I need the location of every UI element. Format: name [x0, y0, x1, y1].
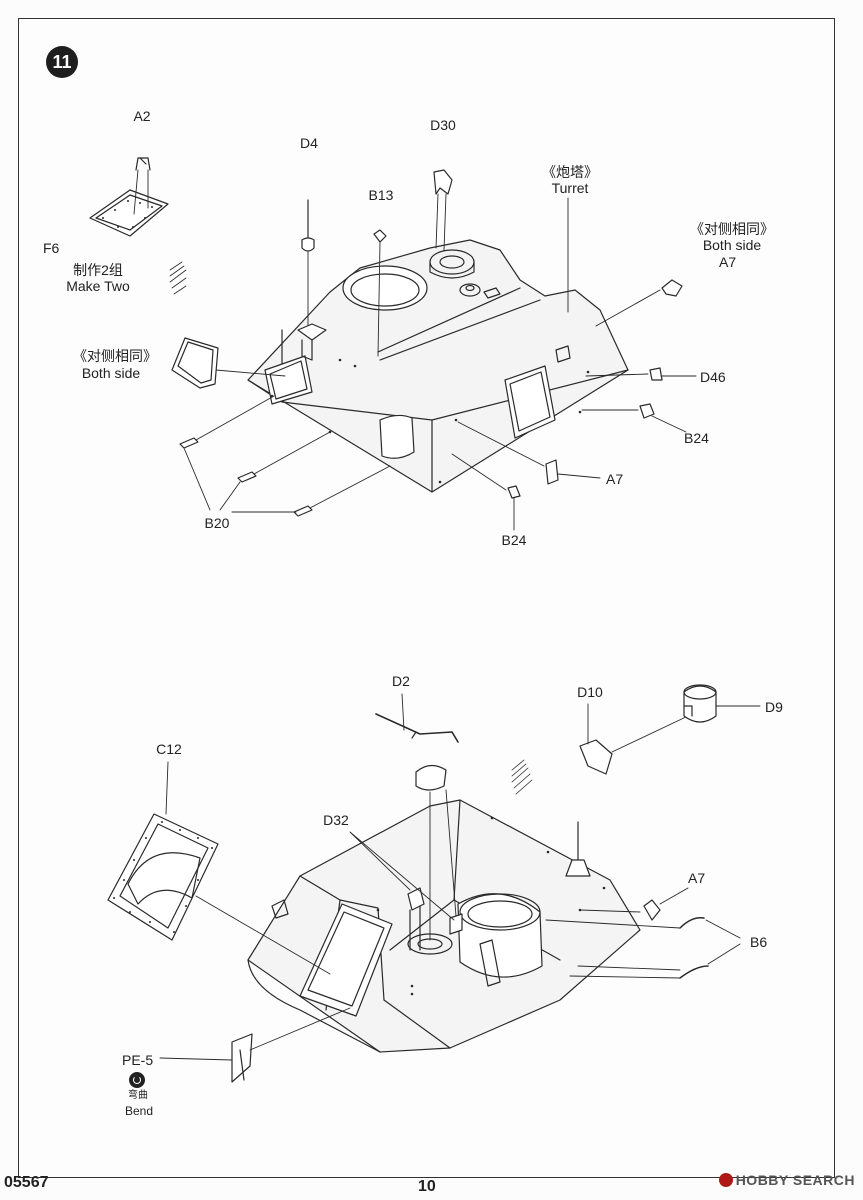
label-turret-cn: 《炮塔》 [542, 164, 598, 180]
label-B6: B6 [750, 934, 768, 950]
label-D9: D9 [765, 699, 783, 715]
label-bend-cn: 弯曲 [128, 1090, 148, 1101]
leader-A2 [133, 169, 149, 215]
label-make-two-en: Make Two [66, 278, 130, 294]
page-number: 10 [418, 1178, 436, 1195]
part-D46 [649, 367, 663, 381]
part-A7-lower-right [643, 899, 661, 921]
label-both-side-en-right: Both side [702, 237, 762, 253]
part-D9 [683, 684, 717, 723]
label-B24-right: B24 [684, 430, 709, 446]
bend-icon [129, 1072, 145, 1088]
label-D46: D46 [700, 369, 726, 385]
label-D2: D2 [392, 673, 410, 689]
part-A2 [135, 157, 151, 171]
label-both-side-cn-right: 《对侧相同》 [690, 221, 774, 237]
part-B20 [179, 437, 313, 517]
leader-B20 [183, 395, 391, 513]
upper-turret [247, 239, 629, 493]
part-A7-upper [661, 279, 683, 297]
leader-B13 [377, 241, 381, 357]
label-B24-lower: B24 [501, 532, 527, 548]
label-C12: C12 [156, 741, 182, 757]
label-bend-en: Bend [124, 1104, 154, 1118]
label-make-two-cn: 制作2组 [73, 262, 123, 278]
leader-side-hatch [215, 369, 286, 377]
label-B13: B13 [368, 187, 394, 203]
label-D32: D32 [323, 812, 349, 828]
step-number-badge: 11 [46, 46, 78, 78]
label-D10: D10 [577, 684, 603, 700]
leader-D30 [435, 193, 447, 251]
label-A7-lower-right: A7 [688, 870, 706, 886]
label-A7-upper: A7 [719, 254, 737, 270]
label-F6: F6 [43, 240, 60, 256]
label-PE-5: PE-5 [122, 1052, 154, 1068]
label-turret-en: Turret [551, 180, 589, 196]
label-A7-lower: A7 [606, 471, 624, 487]
part-side-hatch [171, 337, 219, 389]
part-D2 [375, 713, 459, 743]
part-A7-lower [545, 459, 559, 485]
part-B24-right [639, 403, 655, 419]
label-D4: D4 [300, 135, 318, 151]
label-both-side-cn-left: 《对侧相同》 [73, 348, 157, 364]
watermark-text: HOBBY SEARCH [735, 1172, 855, 1188]
label-both-side-en-left: Both side [81, 365, 141, 381]
part-B13 [373, 229, 387, 243]
catalog-number: 05567 [4, 1174, 49, 1191]
part-B24-lower [507, 485, 521, 499]
label-B20: B20 [204, 515, 230, 531]
lower-turret [247, 799, 641, 1053]
part-B6 [679, 916, 709, 979]
motion-lines-upper [169, 261, 187, 295]
part-D30 [433, 169, 453, 195]
part-D10 [579, 739, 613, 775]
leader-D2 [401, 693, 405, 731]
motion-lines-lower [511, 759, 533, 795]
part-PE-5 [231, 1033, 253, 1083]
part-D4-antenna [301, 199, 315, 252]
label-D30: D30 [430, 117, 456, 133]
watermark: HOBBY SEARCH [718, 1172, 855, 1188]
label-A2: A2 [133, 108, 151, 124]
part-F6-hatch [89, 189, 169, 237]
part-D32 [407, 764, 463, 935]
part-C12 [107, 813, 219, 941]
hobby-search-logo-icon [718, 1173, 733, 1187]
leader-A7-upper [595, 289, 661, 327]
